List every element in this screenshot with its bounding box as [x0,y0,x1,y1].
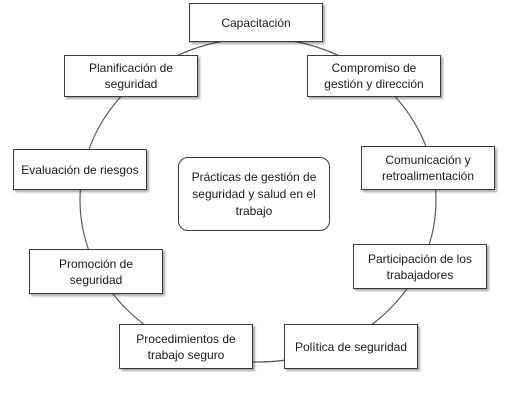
center-node: Prácticas de gestión de seguridad y salu… [178,157,330,231]
node-planificacion-label: Planificación de seguridad [88,61,174,91]
node-participacion-label: Participación de los trabajadores [367,251,473,282]
node-politica-label: Política de seguridad [294,339,408,354]
node-compromiso: Compromiso de gestión y dirección [307,55,441,97]
node-evaluacion-label: Evaluación de riesgos [21,162,139,177]
node-politica: Política de seguridad [284,324,418,369]
node-comunicacion-label: Comunicación y retroalimentación [381,153,475,183]
node-procedimientos-label: Procedimientos de trabajo seguro [136,331,236,362]
node-procedimientos: Procedimientos de trabajo seguro [119,324,253,369]
node-comunicacion: Comunicación y retroalimentación [361,146,495,190]
node-compromiso-label: Compromiso de gestión y dirección [324,61,424,91]
node-promocion-label: Promoción de seguridad [58,256,134,287]
center-node-label: Prácticas de gestión de seguridad y salu… [191,169,317,218]
node-capacitacion-label: Capacitación [221,15,291,30]
node-planificacion: Planificación de seguridad [64,55,198,97]
node-capacitacion: Capacitación [189,3,323,42]
node-participacion: Participación de los trabajadores [353,244,487,289]
node-promocion: Promoción de seguridad [29,249,163,294]
node-evaluacion: Evaluación de riesgos [13,149,147,190]
